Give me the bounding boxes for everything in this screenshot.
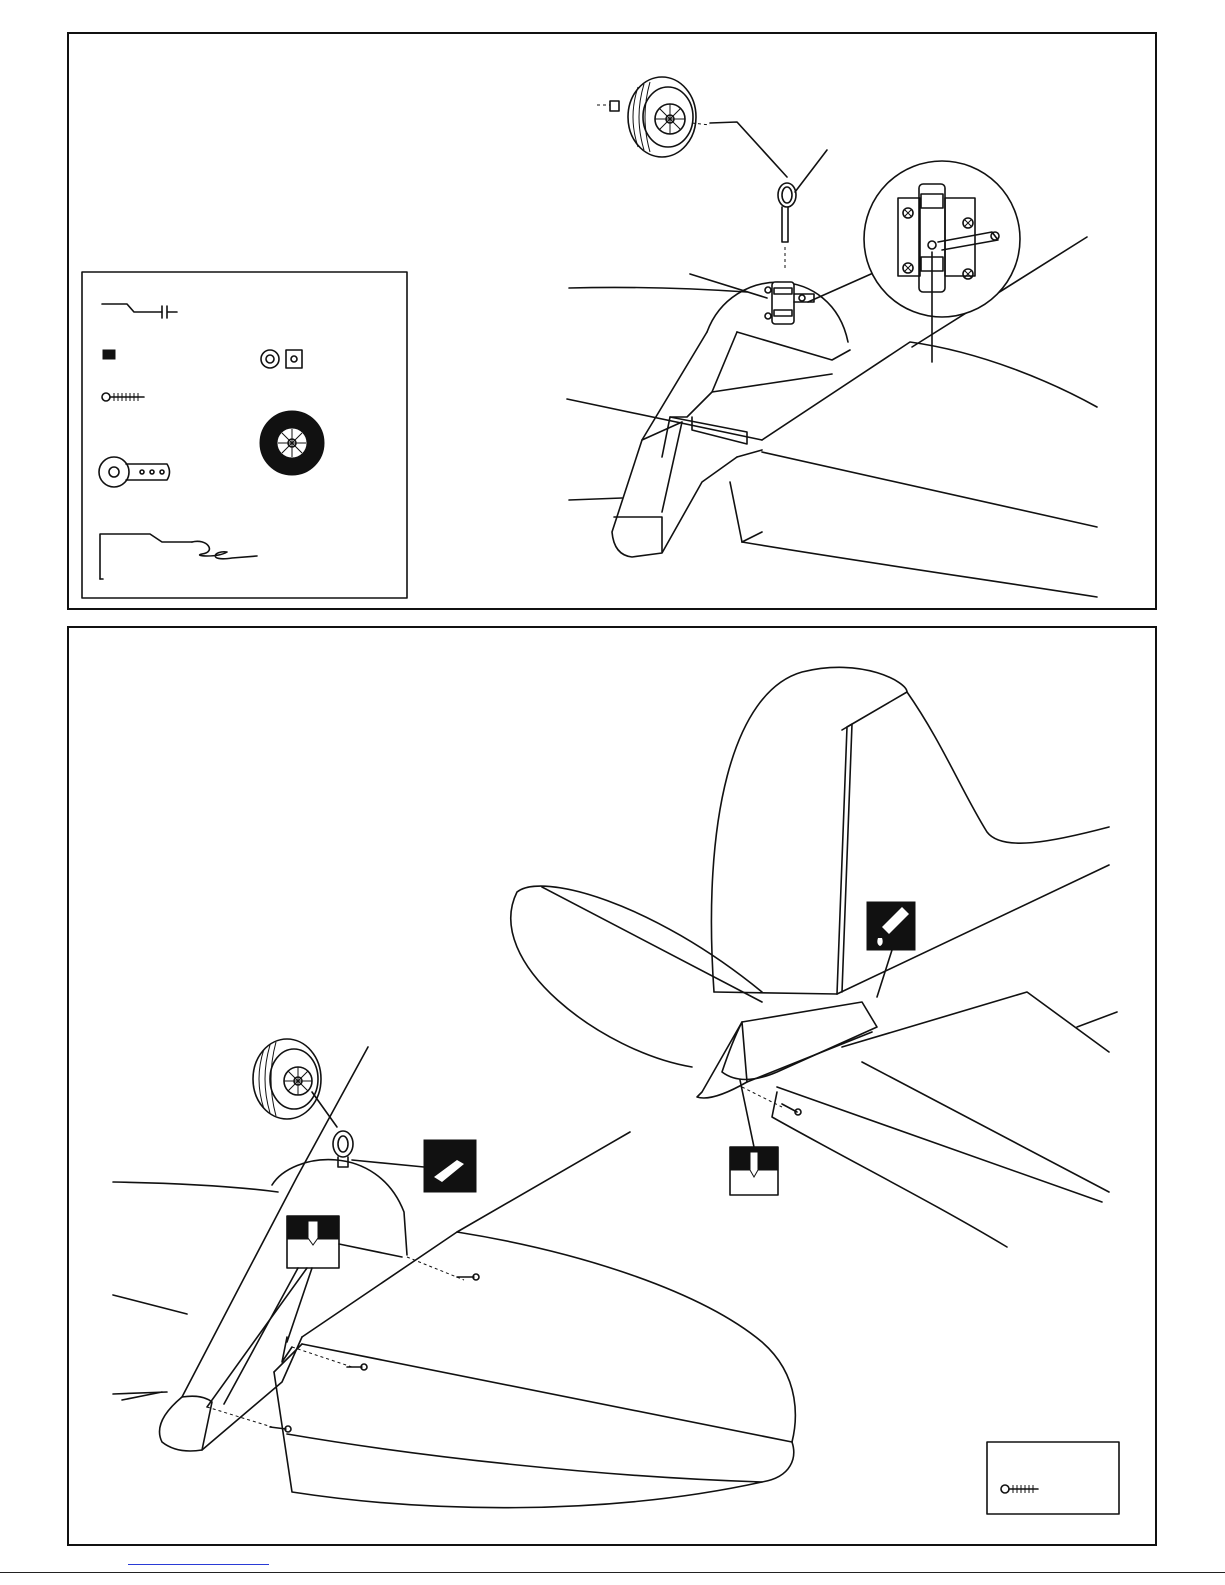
steering-arm-icon [99, 457, 170, 487]
wood-screw-icon [1001, 1485, 1038, 1493]
drill-symbol-icon [730, 1080, 778, 1195]
footer-link-underline[interactable] [128, 1564, 269, 1565]
fuselage-front [113, 1047, 795, 1508]
hinge [690, 270, 880, 324]
set-screw-icon [103, 350, 115, 359]
footer-rule [0, 1572, 1225, 1573]
drill-symbol-icon [207, 1216, 402, 1407]
tail-screw-right [742, 1087, 801, 1115]
wheel-collar-icon [286, 350, 302, 368]
parts-box-bottom [987, 1442, 1119, 1514]
pushrod-with-clevis-icon [102, 304, 177, 318]
fuselage-tail [567, 282, 850, 557]
installed-tail-gear-illustration [69, 628, 1159, 1548]
wood-screw-icon [102, 393, 144, 401]
hinge-detail-magnified [864, 161, 1020, 362]
cut-symbol-icon [352, 1140, 476, 1192]
fuselage-screws [207, 1257, 479, 1432]
top-panel [67, 32, 1157, 610]
tail-gear-wire [710, 122, 827, 242]
glue-symbol-icon [867, 902, 915, 997]
tail-wheel-icon [260, 411, 324, 475]
stabilizer-left [511, 886, 762, 1067]
bottom-panel [67, 626, 1157, 1546]
washer-icon [261, 350, 279, 368]
tail-wheel [628, 77, 696, 157]
tail-gear-wire-icon [100, 534, 257, 579]
parts-box [82, 272, 407, 598]
tail-gear-assembly-illustration [69, 34, 1159, 612]
wheel-collar [597, 101, 619, 111]
rear-fuselage [697, 992, 1117, 1247]
